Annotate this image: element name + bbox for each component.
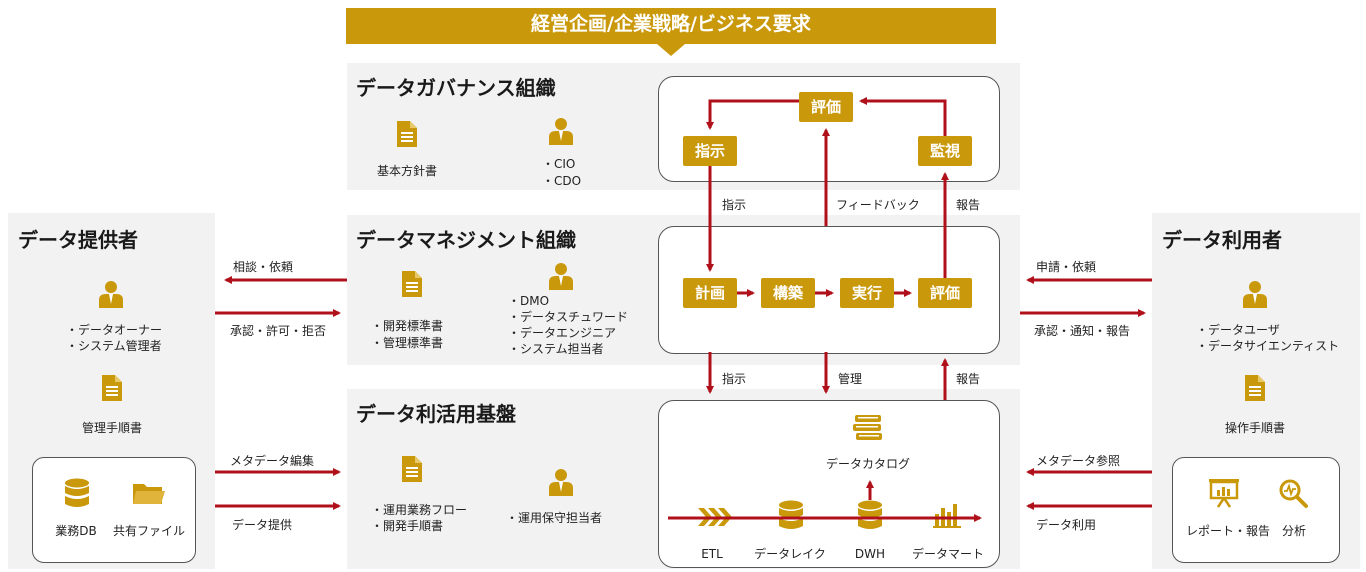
management-doc-1: ・管理標準書 bbox=[371, 336, 444, 350]
arrow-label-provide: データ提供 bbox=[232, 518, 293, 532]
platform-title: データ利活用基盤 bbox=[356, 402, 516, 426]
pipeline-datalake: データレイク bbox=[754, 547, 826, 561]
management-role-0: ・DMO bbox=[508, 294, 550, 308]
consumer-doc-label: 操作手順書 bbox=[1224, 421, 1285, 435]
database-icon bbox=[858, 500, 882, 529]
flow-execute: 実行 bbox=[840, 278, 894, 308]
provider-title: データ提供者 bbox=[18, 228, 138, 252]
provider-role-0: ・データオーナー bbox=[66, 323, 163, 337]
management-role-2: ・データエンジニア bbox=[508, 326, 617, 340]
platform-doc-0: ・運用業務フロー bbox=[371, 503, 468, 517]
cycle-evaluate-top: 評価 bbox=[799, 92, 853, 122]
platform-role: ・運用保守担当者 bbox=[506, 511, 603, 525]
cycle-direct: 指示 bbox=[683, 136, 737, 166]
person-icon bbox=[549, 263, 573, 290]
consumer-role-1: ・データサイエンティスト bbox=[1196, 339, 1340, 353]
provider-doc-label: 管理手順書 bbox=[81, 421, 142, 435]
source-business-db: 業務DB bbox=[55, 524, 97, 538]
management-role-1: ・データスチュワード bbox=[508, 310, 629, 324]
consumer-title: データ利用者 bbox=[1162, 228, 1282, 252]
arrow-label-meta-edit: メタデータ編集 bbox=[230, 454, 315, 468]
provider-sources-box bbox=[32, 457, 196, 563]
banner-text: 経営企画/企業戦略/ビジネス要求 bbox=[531, 13, 811, 35]
pipeline-dwh: DWH bbox=[854, 547, 886, 561]
arrow-label-consult: 相談・依頼 bbox=[233, 260, 294, 274]
cycle-monitor: 監視 bbox=[918, 136, 972, 166]
document-icon bbox=[1245, 375, 1265, 401]
link-report-2: 報告 bbox=[956, 372, 981, 386]
strategy-banner: 経営企画/企業戦略/ビジネス要求 bbox=[346, 8, 996, 44]
arrow-evaluate-to-direct bbox=[706, 99, 799, 130]
arrow-label-approve-consumer: 承認・通知・報告 bbox=[1034, 324, 1131, 338]
tool-analysis: 分析 bbox=[1281, 524, 1306, 538]
person-icon bbox=[1243, 281, 1267, 308]
magnifier-chart-icon bbox=[1279, 479, 1308, 508]
management-doc-0: ・開発標準書 bbox=[371, 319, 444, 333]
management-role-3: ・システム担当者 bbox=[508, 342, 604, 356]
tool-report: レポート・報告 bbox=[1186, 524, 1271, 538]
arrow-label-apply: 申請・依頼 bbox=[1036, 260, 1097, 274]
database-icon bbox=[779, 500, 803, 529]
link-manage: 管理 bbox=[838, 372, 863, 386]
person-icon bbox=[549, 118, 573, 145]
governance-role-0: ・CIO bbox=[542, 157, 576, 171]
person-icon bbox=[99, 281, 123, 308]
arrow-label-meta-ref: メタデータ参照 bbox=[1036, 454, 1121, 468]
governance-doc-label: 基本方針書 bbox=[376, 164, 437, 178]
folder-icon bbox=[133, 484, 165, 504]
source-shared-files: 共有ファイル bbox=[112, 524, 185, 538]
document-icon bbox=[102, 375, 122, 401]
document-icon bbox=[397, 121, 417, 147]
presentation-icon bbox=[1209, 479, 1239, 508]
management-title: データマネジメント組織 bbox=[356, 228, 576, 252]
pipeline-datamart: データマート bbox=[911, 547, 984, 561]
platform-catalog: データカタログ bbox=[825, 457, 910, 471]
link-direct-1: 指示 bbox=[722, 198, 747, 212]
link-feedback: フィードバック bbox=[836, 198, 920, 212]
pipeline-etl: ETL bbox=[701, 547, 723, 561]
arrow-monitor-to-evaluate bbox=[859, 97, 947, 136]
link-report-1: 報告 bbox=[956, 198, 981, 212]
books-icon bbox=[853, 415, 882, 440]
arrow-label-approve-provider: 承認・許可・拒否 bbox=[230, 324, 327, 338]
provider-role-1: ・システム管理者 bbox=[66, 339, 162, 353]
arrow-label-use: データ利用 bbox=[1036, 518, 1097, 532]
banner-arrow bbox=[657, 44, 685, 56]
flow-plan: 計画 bbox=[683, 278, 737, 308]
platform-doc-1: ・開発手順書 bbox=[371, 519, 444, 533]
governance-role-1: ・CDO bbox=[542, 174, 582, 188]
governance-title: データガバナンス組織 bbox=[356, 76, 556, 100]
flow-evaluate: 評価 bbox=[918, 278, 972, 308]
consumer-role-0: ・データユーザ bbox=[1196, 323, 1280, 337]
person-icon bbox=[549, 469, 573, 496]
consumer-tools-box bbox=[1172, 457, 1340, 563]
platform-box bbox=[658, 400, 1000, 568]
document-icon bbox=[402, 271, 422, 297]
flow-build: 構築 bbox=[761, 278, 815, 308]
document-icon bbox=[402, 456, 422, 482]
database-icon bbox=[65, 478, 89, 507]
link-direct-2: 指示 bbox=[722, 372, 747, 386]
